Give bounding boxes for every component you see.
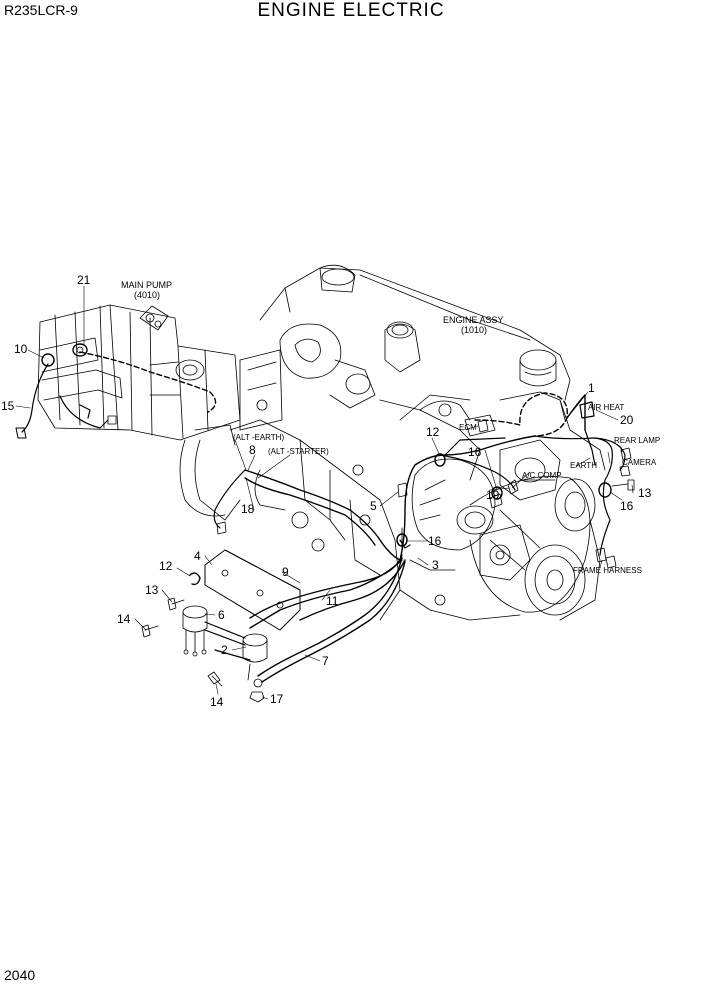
harness-1 — [566, 394, 586, 431]
label-alt-starter: (ALT -STARTER) — [268, 447, 329, 456]
wire-8 — [244, 469, 401, 561]
cable-7 — [261, 561, 406, 683]
callout-14-lower: 14 — [210, 695, 224, 709]
cable-11 — [299, 559, 406, 621]
callout-9: 9 — [282, 565, 289, 579]
component-labels: MAIN PUMP (4010) ENGINE ASSY (1010) AIR … — [121, 280, 660, 575]
engine-drawing — [179, 264, 606, 621]
callout-10: 10 — [14, 342, 28, 356]
label-frame-harness: FRAME HARNESS — [573, 566, 642, 575]
label-air-heat: AIR HEAT — [588, 403, 624, 412]
callout-18: 18 — [241, 502, 255, 516]
callout-2: 2 — [221, 643, 228, 657]
engine-harness-dashed — [474, 392, 569, 437]
label-ecm: ECM — [459, 423, 477, 432]
callout-21: 21 — [77, 273, 91, 287]
page-title: ENGINE ELECTRIC — [257, 0, 445, 21]
bracket-4 — [204, 549, 301, 631]
callout-14-upper: 14 — [117, 612, 131, 626]
leader-lines — [15, 285, 634, 700]
label-camera: CAMERA — [622, 458, 657, 467]
callout-13-lower: 13 — [145, 583, 159, 597]
callout-12-lower: 12 — [159, 559, 173, 573]
callout-13-right: 13 — [638, 486, 652, 500]
callout-3: 3 — [432, 558, 439, 572]
callout-8: 8 — [249, 443, 256, 457]
clamp-10 — [41, 353, 55, 367]
callout-17: 17 — [270, 692, 284, 706]
callout-4: 4 — [194, 549, 201, 563]
main-pump-drawing — [37, 304, 241, 441]
callout-6: 6 — [218, 608, 225, 622]
callout-19: 19 — [486, 488, 500, 502]
label-engine-assy-code: (1010) — [461, 325, 487, 335]
label-earth: EARTH — [570, 461, 597, 470]
relay-6 — [182, 605, 208, 657]
callout-20: 20 — [620, 413, 634, 427]
callout-7: 7 — [322, 654, 329, 668]
label-engine-assy: ENGINE ASSY — [443, 315, 504, 325]
label-main-pump-code: (4010) — [134, 290, 160, 300]
clamp-21 — [72, 343, 88, 357]
callout-5: 5 — [370, 499, 377, 513]
label-main-pump: MAIN PUMP — [121, 280, 172, 290]
wire-15 — [21, 363, 49, 433]
callout-1: 1 — [588, 381, 595, 395]
pump-harness-dashed — [79, 351, 217, 413]
label-alt-earth: (ALT -EARTH) — [233, 433, 284, 442]
callout-16-right: 16 — [620, 499, 634, 513]
callout-16-mid: 16 — [428, 534, 442, 548]
page-number: 2040 — [4, 967, 36, 983]
callout-11: 11 — [326, 594, 339, 608]
callout-numbers: 21 10 15 1 20 12 16 13 16 19 5 16 3 8 18… — [1, 273, 652, 709]
callout-15: 15 — [1, 399, 15, 413]
callout-16-upper: 16 — [468, 445, 482, 459]
callout-12-upper: 12 — [426, 425, 440, 439]
wire-18 — [213, 469, 246, 529]
label-rear-lamp: REAR LAMP — [614, 436, 660, 445]
model-number: R235LCR-9 — [4, 2, 78, 18]
label-ac-comp: A/C COMP — [522, 471, 562, 480]
